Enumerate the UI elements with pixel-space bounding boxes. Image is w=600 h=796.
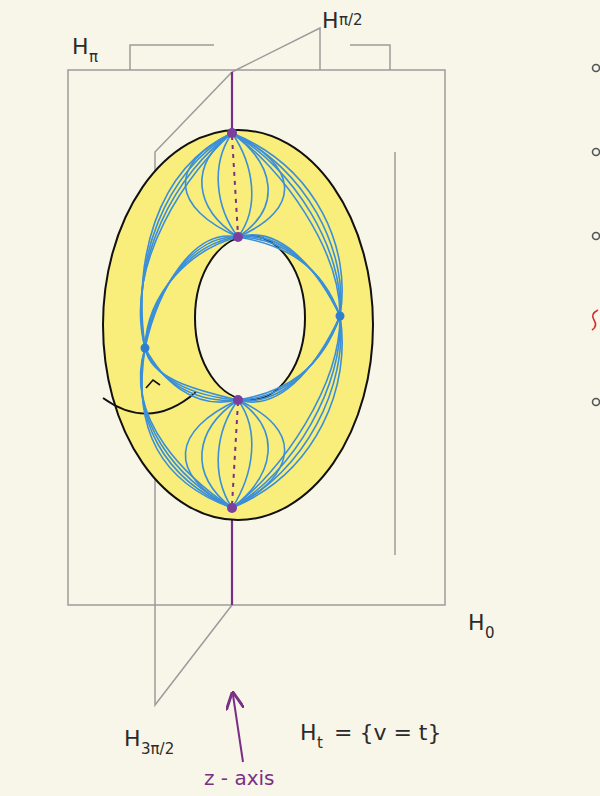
critical-point [227, 128, 237, 138]
flow-line [145, 237, 238, 348]
critical-point [233, 232, 243, 242]
plane-subscript: π/2 [339, 13, 363, 28]
critical-point [227, 503, 237, 513]
bullet-mark [593, 65, 600, 72]
torus-outline [103, 130, 373, 520]
flow-line [232, 400, 268, 508]
bullet-mark [593, 149, 600, 156]
plane-label: H [72, 36, 89, 58]
flow-line [232, 400, 285, 508]
axis-pointer [233, 695, 243, 762]
plane-h0-hpi [68, 70, 445, 605]
plane-definition: = {v = t} [334, 722, 442, 744]
flow-line [232, 133, 341, 316]
z-axis-hidden [232, 402, 238, 505]
flow-line [232, 316, 342, 508]
flow-line [218, 400, 238, 508]
critical-points [141, 128, 345, 513]
flow-line [232, 133, 340, 316]
flow-line [232, 133, 268, 237]
z-axis-hidden [232, 136, 238, 235]
critical-point [141, 344, 150, 353]
flow-line [142, 348, 232, 508]
half-planes [68, 28, 445, 705]
torus [103, 130, 373, 520]
meridian-circle [103, 392, 196, 414]
flow-line [141, 348, 232, 508]
flow-line [238, 235, 340, 316]
flow-line [145, 348, 238, 402]
z-axis-hidden [232, 136, 238, 505]
plane-subscript: t [317, 736, 323, 751]
flow-line [145, 348, 238, 400]
plane-edge [232, 28, 320, 72]
flow-line [232, 133, 340, 316]
plane-label: H [468, 612, 485, 634]
z-axis-line [231, 72, 233, 133]
flow-line [145, 237, 238, 348]
flow-line [232, 133, 285, 237]
flow-line [145, 237, 238, 348]
axis-label: z - axis [204, 768, 275, 788]
plane-edge [394, 152, 396, 555]
plane-label: H [300, 722, 317, 744]
plane-edge [350, 45, 390, 70]
torus-hole [195, 236, 305, 400]
flow-lines [141, 133, 343, 508]
z-axis-line [231, 508, 233, 605]
plane-subscript: 0 [485, 626, 495, 641]
plane-label: H [322, 10, 339, 32]
critical-point [336, 312, 345, 321]
flow-line [185, 133, 238, 237]
flow-line [185, 400, 238, 508]
plane-label: H [124, 728, 141, 750]
flow-line [238, 316, 340, 402]
flow-line [232, 316, 340, 508]
bullet-mark [593, 399, 600, 406]
plane-subscript: 3π/2 [141, 742, 174, 757]
flow-line [232, 316, 340, 508]
plane-subscript: π [89, 50, 98, 65]
critical-point [233, 395, 243, 405]
flow-line [141, 348, 232, 508]
flow-line [232, 133, 342, 316]
flow-line [232, 316, 341, 508]
flow-line [145, 236, 238, 348]
flow-line [142, 348, 232, 508]
flow-line [145, 348, 238, 400]
margin-marks [592, 65, 600, 406]
torus-surface [103, 130, 373, 520]
flow-line [218, 133, 238, 237]
bullet-mark [593, 233, 600, 240]
flow-line [145, 348, 238, 400]
orientation-tick [146, 380, 160, 388]
red-mark [592, 310, 598, 330]
plane-edge [130, 45, 214, 70]
